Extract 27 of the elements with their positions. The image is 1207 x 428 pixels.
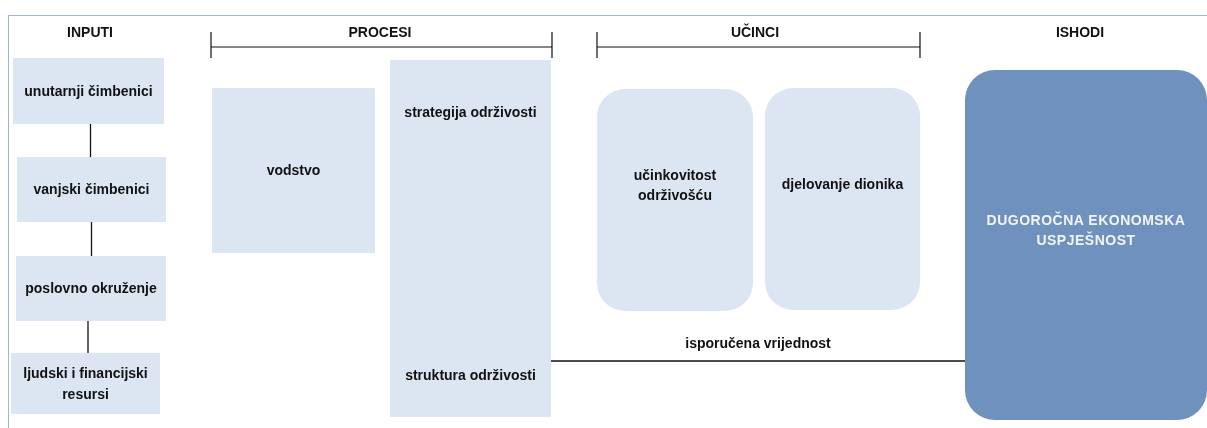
- connector-line: [90, 221, 93, 257]
- input-box: [11, 353, 160, 414]
- box-label: unutarnji čimbenici: [23, 81, 154, 101]
- box-label: struktura održivosti: [404, 365, 537, 385]
- box-label: strategija održivosti: [403, 103, 538, 122]
- process-box: [390, 60, 551, 417]
- column-heading: UČINCI: [730, 22, 780, 42]
- box-label: djelovanje dionika: [780, 174, 905, 194]
- input-box: [13, 58, 164, 124]
- box-label: poslovno okruženje: [24, 279, 158, 299]
- connector-line: [87, 320, 89, 354]
- input-box: [212, 88, 375, 253]
- input-box: [16, 256, 166, 321]
- box-label: ljudski i financijski resursi: [22, 364, 149, 404]
- column-heading: ISHODI: [1055, 23, 1105, 42]
- connector-line: [550, 360, 966, 362]
- box-label: učinkovitost održivošću: [632, 165, 718, 205]
- column-heading: INPUTI: [67, 23, 113, 42]
- input-box: [17, 157, 166, 222]
- outcome-box: [965, 70, 1207, 420]
- box-label: vanjski čimbenici: [32, 180, 151, 200]
- box-label: vodstvo: [265, 161, 322, 181]
- box-label: DUGOROČNA EKONOMSKA USPJEŠNOST: [985, 210, 1187, 250]
- column-heading: PROCESI: [348, 23, 412, 42]
- output-box: [597, 89, 753, 311]
- output-box: [765, 88, 920, 310]
- connector-line: [89, 123, 92, 158]
